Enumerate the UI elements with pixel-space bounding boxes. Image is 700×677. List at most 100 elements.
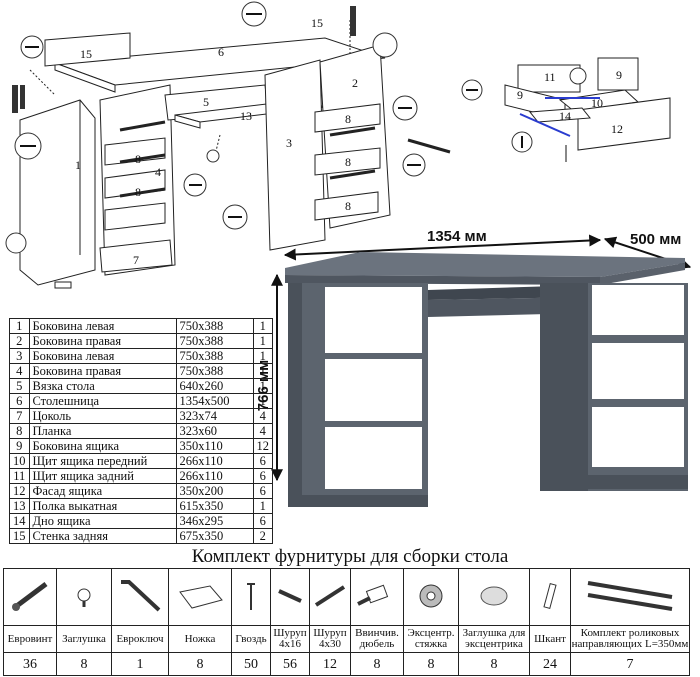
- parts-cell-qty: 12: [252, 438, 273, 454]
- hardware-label: Шкант: [529, 625, 571, 653]
- parts-cell-no: 10: [9, 453, 30, 469]
- parts-cell-qty: 4: [252, 408, 273, 424]
- cam-lock-icon: [403, 568, 459, 626]
- parts-cell-size: 750x388: [175, 333, 254, 349]
- parts-cell-qty: 1: [252, 498, 273, 514]
- parts-cell-name: Фасад ящика: [28, 483, 177, 499]
- drawer-label-10: 10: [591, 96, 603, 110]
- hardware-kit-title: Комплект фурнитуры для сборки стола: [191, 546, 509, 567]
- part-label-7: 7: [133, 253, 139, 267]
- hardware-count: 8: [350, 652, 404, 676]
- parts-cell-no: 4: [9, 363, 30, 379]
- part-label-3: 3: [286, 136, 292, 150]
- parts-cell-size: 350x110: [175, 438, 254, 454]
- parts-cell-name: Боковина правая: [28, 333, 177, 349]
- parts-cell-no: 2: [9, 333, 30, 349]
- cap-icon: [56, 568, 112, 626]
- parts-cell-name: Боковина левая: [28, 348, 177, 364]
- part-label-8b: 8: [135, 185, 141, 199]
- parts-cell-no: 3: [9, 348, 30, 364]
- parts-cell-name: Боковина левая: [28, 318, 177, 334]
- hardware-count: 8: [56, 652, 112, 676]
- parts-cell-size: 266x110: [175, 453, 254, 469]
- part-label-6: 6: [218, 45, 224, 59]
- part-label-13: 13: [240, 109, 252, 123]
- hardware-label: Заглушка для эксцентрика: [458, 625, 530, 653]
- hardware-count: 50: [231, 652, 271, 676]
- exploded-assembly-diagram: [5, 1, 451, 289]
- part-label-15b: 15: [311, 16, 323, 30]
- parts-cell-name: Дно ящика: [28, 513, 177, 529]
- parts-cell-size: 750x388: [175, 348, 254, 364]
- hardware-label: Ножка: [168, 625, 232, 653]
- foot-icon: [168, 568, 232, 626]
- parts-cell-qty: 6: [252, 513, 273, 529]
- dimension-width: 1354 мм: [427, 228, 487, 245]
- nail-icon: [231, 568, 271, 626]
- parts-cell-name: Цоколь: [28, 408, 177, 424]
- assembled-desk-render: [271, 234, 692, 507]
- part-label-15a: 15: [80, 47, 92, 61]
- hardware-label: Евроключ: [111, 625, 169, 653]
- hardware-label: Эксцентр. стяжка: [403, 625, 459, 653]
- hardware-label: Ввинчив. дюбель: [350, 625, 404, 653]
- parts-cell-qty: 1: [252, 363, 273, 379]
- parts-cell-size: 323x60: [175, 423, 254, 439]
- cam-cap-icon: [458, 568, 530, 626]
- part-label-8c: 8: [345, 112, 351, 126]
- parts-cell-qty: 6: [252, 468, 273, 484]
- parts-cell-size: 675x350: [175, 528, 254, 544]
- hardware-count: 8: [168, 652, 232, 676]
- parts-cell-no: 6: [9, 393, 30, 409]
- parts-cell-size: 350x200: [175, 483, 254, 499]
- parts-cell-qty: 1: [252, 348, 273, 364]
- hardware-label: Заглушка: [56, 625, 112, 653]
- hardware-label: Комплект роликовых направляющих L=350мм: [570, 625, 690, 653]
- drawer-label-12: 12: [611, 122, 623, 136]
- drawer-label-9a: 9: [616, 68, 622, 82]
- part-label-8a: 8: [135, 152, 141, 166]
- part-label-2: 2: [352, 76, 358, 90]
- hardware-label: Шуруп 4x16: [270, 625, 310, 653]
- parts-cell-name: Планка: [28, 423, 177, 439]
- parts-cell-no: 7: [9, 408, 30, 424]
- drawer-label-9b: 9: [517, 88, 523, 102]
- hardware-label: Шуруп 4x30: [309, 625, 351, 653]
- hardware-count: 24: [529, 652, 571, 676]
- hardware-count: 36: [3, 652, 57, 676]
- parts-cell-size: 323x74: [175, 408, 254, 424]
- hardware-count: 1: [111, 652, 169, 676]
- parts-cell-size: 615x350: [175, 498, 254, 514]
- parts-cell-no: 9: [9, 438, 30, 454]
- parts-cell-size: 640x260: [175, 378, 254, 394]
- parts-cell-name: Вязка стола: [28, 378, 177, 394]
- screw-short-icon: [270, 568, 310, 626]
- hardware-count: 8: [458, 652, 530, 676]
- parts-cell-qty: 6: [252, 453, 273, 469]
- parts-cell-no: 5: [9, 378, 30, 394]
- parts-cell-size: 1354x500: [175, 393, 254, 409]
- parts-cell-no: 11: [9, 468, 30, 484]
- drawer-label-11: 11: [544, 70, 556, 84]
- hardware-label: Гвоздь: [231, 625, 271, 653]
- parts-cell-name: Полка выкатная: [28, 498, 177, 514]
- parts-cell-no: 1: [9, 318, 30, 334]
- parts-cell-no: 15: [9, 528, 30, 544]
- parts-cell-qty: 1: [252, 378, 273, 394]
- part-label-4: 4: [155, 165, 161, 179]
- parts-cell-no: 12: [9, 483, 30, 499]
- parts-cell-name: Боковина правая: [28, 363, 177, 379]
- parts-cell-size: 346x295: [175, 513, 254, 529]
- drawer-exploded-diagram: [461, 57, 671, 162]
- parts-cell-size: 266x110: [175, 468, 254, 484]
